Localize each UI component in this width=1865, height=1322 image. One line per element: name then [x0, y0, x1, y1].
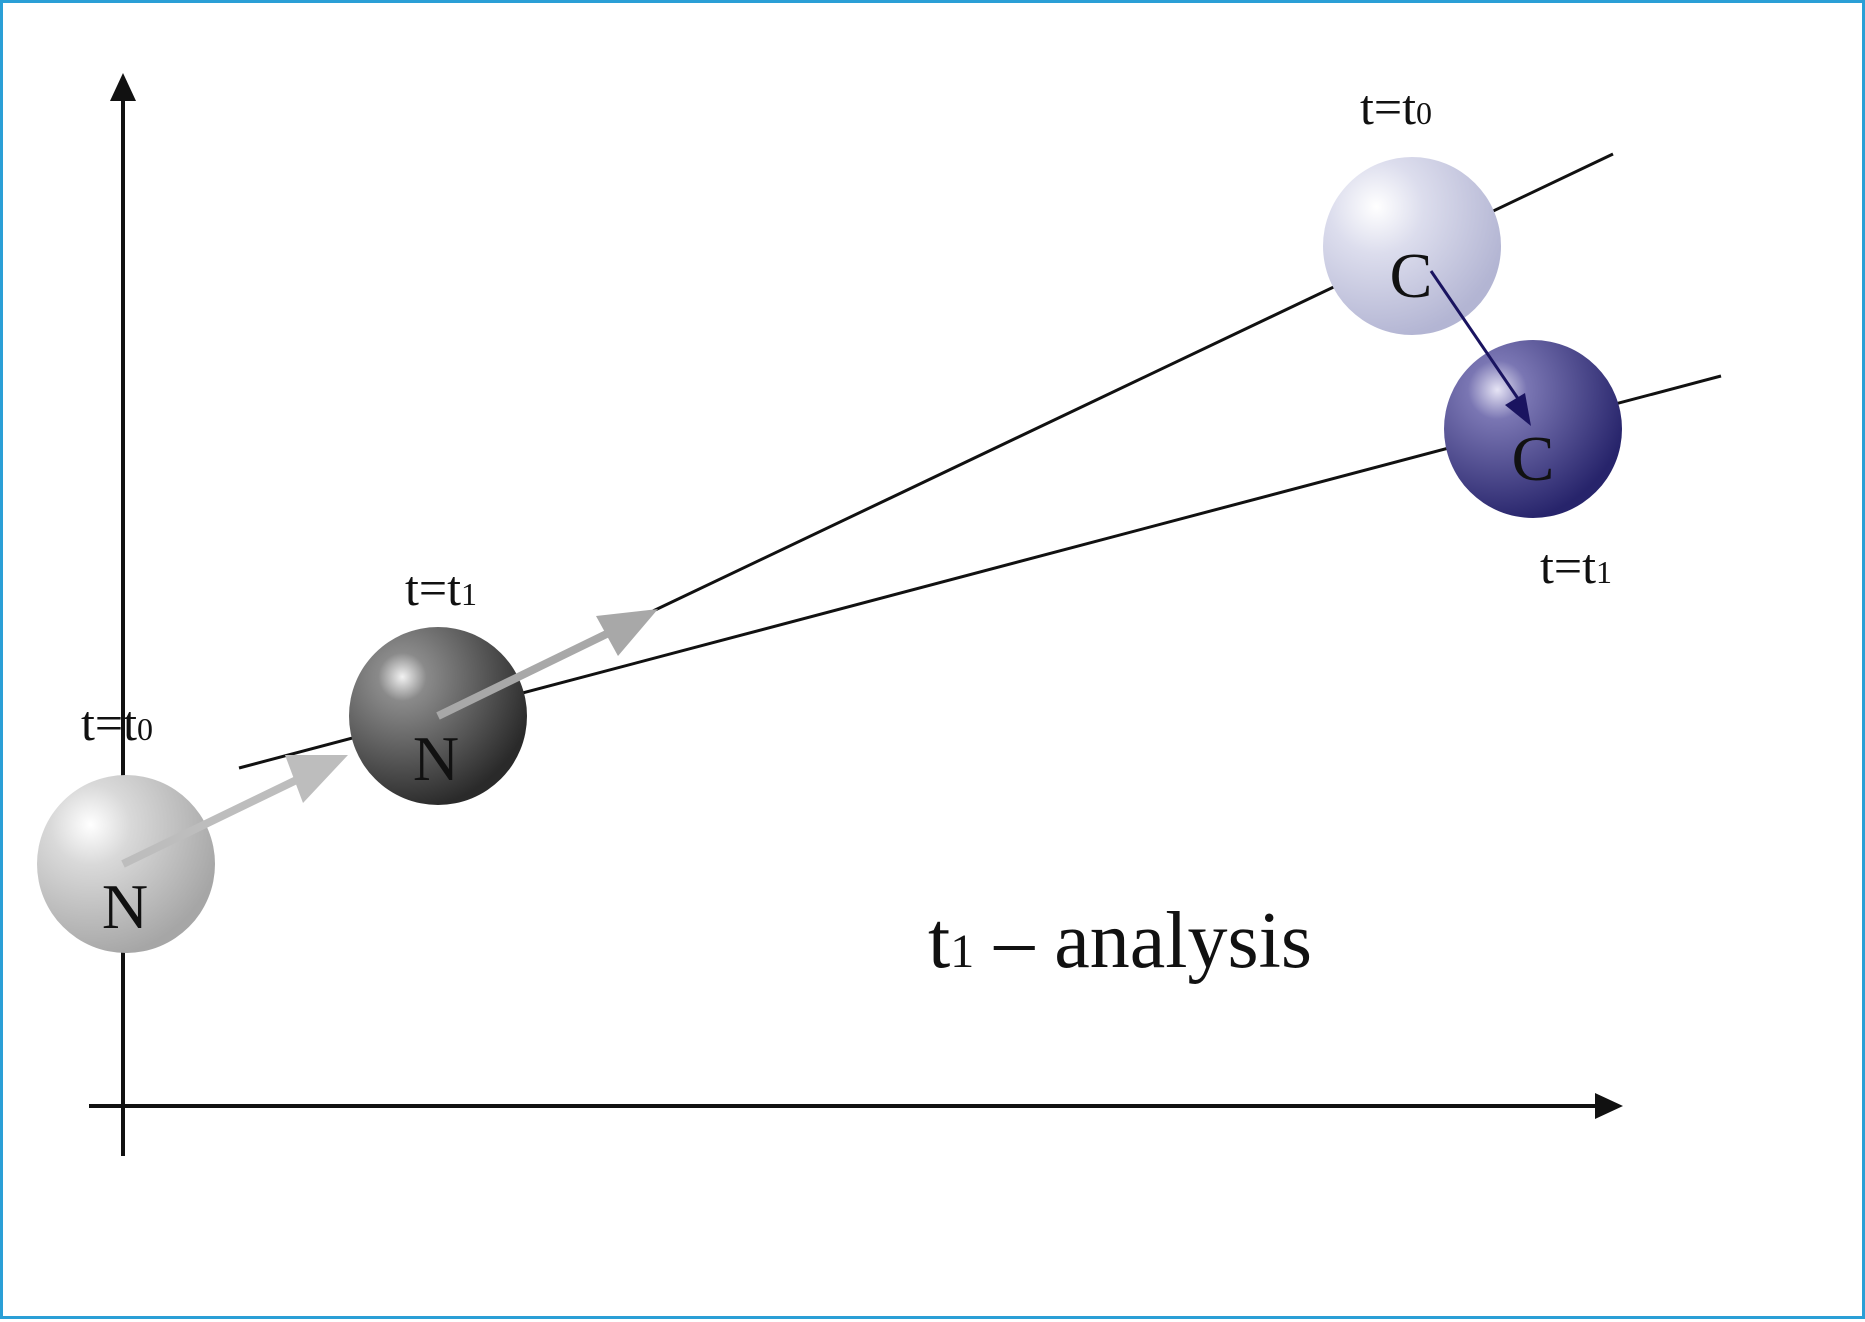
time-label-n-t1-subscript: 1: [461, 576, 477, 612]
y-axis-arrowhead: [110, 73, 136, 101]
caption: t1 – analysis: [928, 897, 1312, 985]
c-displacement-arrowhead: [1505, 393, 1531, 426]
time-label-c-t0-base: t=t: [1360, 79, 1416, 135]
atom-c-t0-sphere: [1323, 157, 1501, 335]
c-displacement-arrow: [1429, 270, 1523, 404]
time-label-c-t0: t=t0: [1360, 79, 1432, 135]
n-displacement-arrowhead-1: [285, 755, 348, 803]
atom-c-t1-sphere: [1444, 340, 1622, 518]
atom-n-t1-symbol: N: [413, 723, 459, 794]
time-label-n-t0-subscript: 0: [137, 711, 153, 747]
time-label-c-t0-subscript: 0: [1416, 95, 1432, 131]
caption-subscript: 1: [950, 925, 974, 978]
n-displacement-arrow-2: [436, 622, 625, 720]
diagram-svg: N N C C t=t0 t=t1 t=t0 t=t1 t1 – analysi…: [37, 73, 1722, 1156]
time-label-n-t0-base: t=t: [81, 695, 137, 751]
time-label-c-t1-base: t=t: [1540, 538, 1596, 594]
time-label-n-t1: t=t1: [405, 560, 477, 616]
caption-main: t: [928, 897, 950, 985]
atom-c-t0-symbol: C: [1390, 240, 1433, 311]
x-axis-arrowhead: [1595, 1093, 1623, 1119]
time-label-n-t0: t=t0: [81, 695, 153, 751]
atom-c-t1-symbol: C: [1512, 423, 1555, 494]
time-label-c-t1: t=t1: [1540, 538, 1612, 594]
atom-n-t0-symbol: N: [102, 871, 148, 942]
time-label-n-t1-base: t=t: [405, 560, 461, 616]
n-displacement-arrowhead-2: [596, 609, 658, 656]
caption-rest: – analysis: [974, 897, 1312, 985]
time-label-c-t1-subscript: 1: [1596, 554, 1612, 590]
n-displacement-arrow-1: [121, 768, 315, 868]
